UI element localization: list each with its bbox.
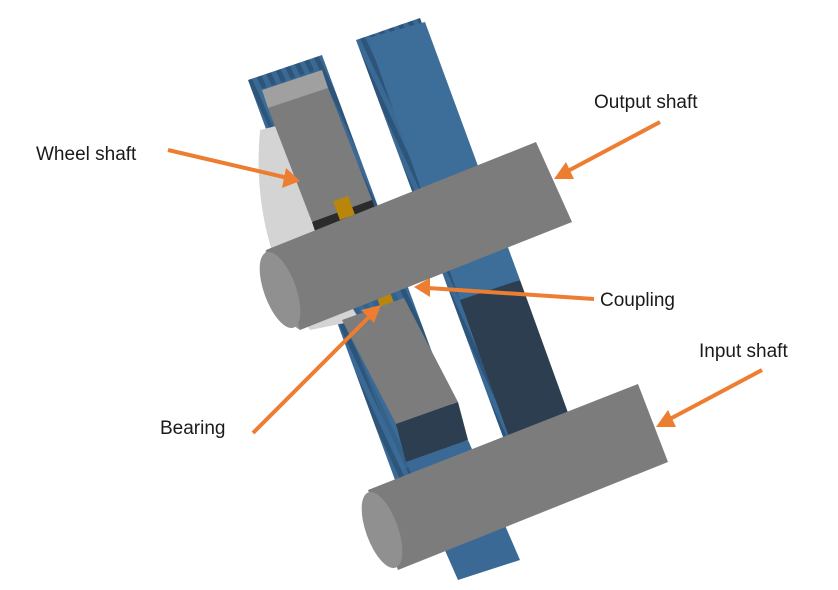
label-coupling: Coupling [600, 290, 675, 311]
arrow-wheel-shaft [167, 148, 300, 188]
label-wheel-shaft: Wheel shaft [36, 144, 137, 165]
input-shaft [361, 384, 668, 570]
output-shaft [259, 142, 572, 330]
arrow-coupling [414, 278, 595, 301]
label-bearing: Bearing [160, 418, 226, 439]
label-input-shaft: Input shaft [699, 341, 788, 362]
arrow-input-shaft [656, 368, 763, 427]
arrow-bearing [251, 305, 381, 435]
arrow-output-shaft [554, 120, 661, 179]
label-output-shaft: Output shaft [594, 92, 698, 113]
